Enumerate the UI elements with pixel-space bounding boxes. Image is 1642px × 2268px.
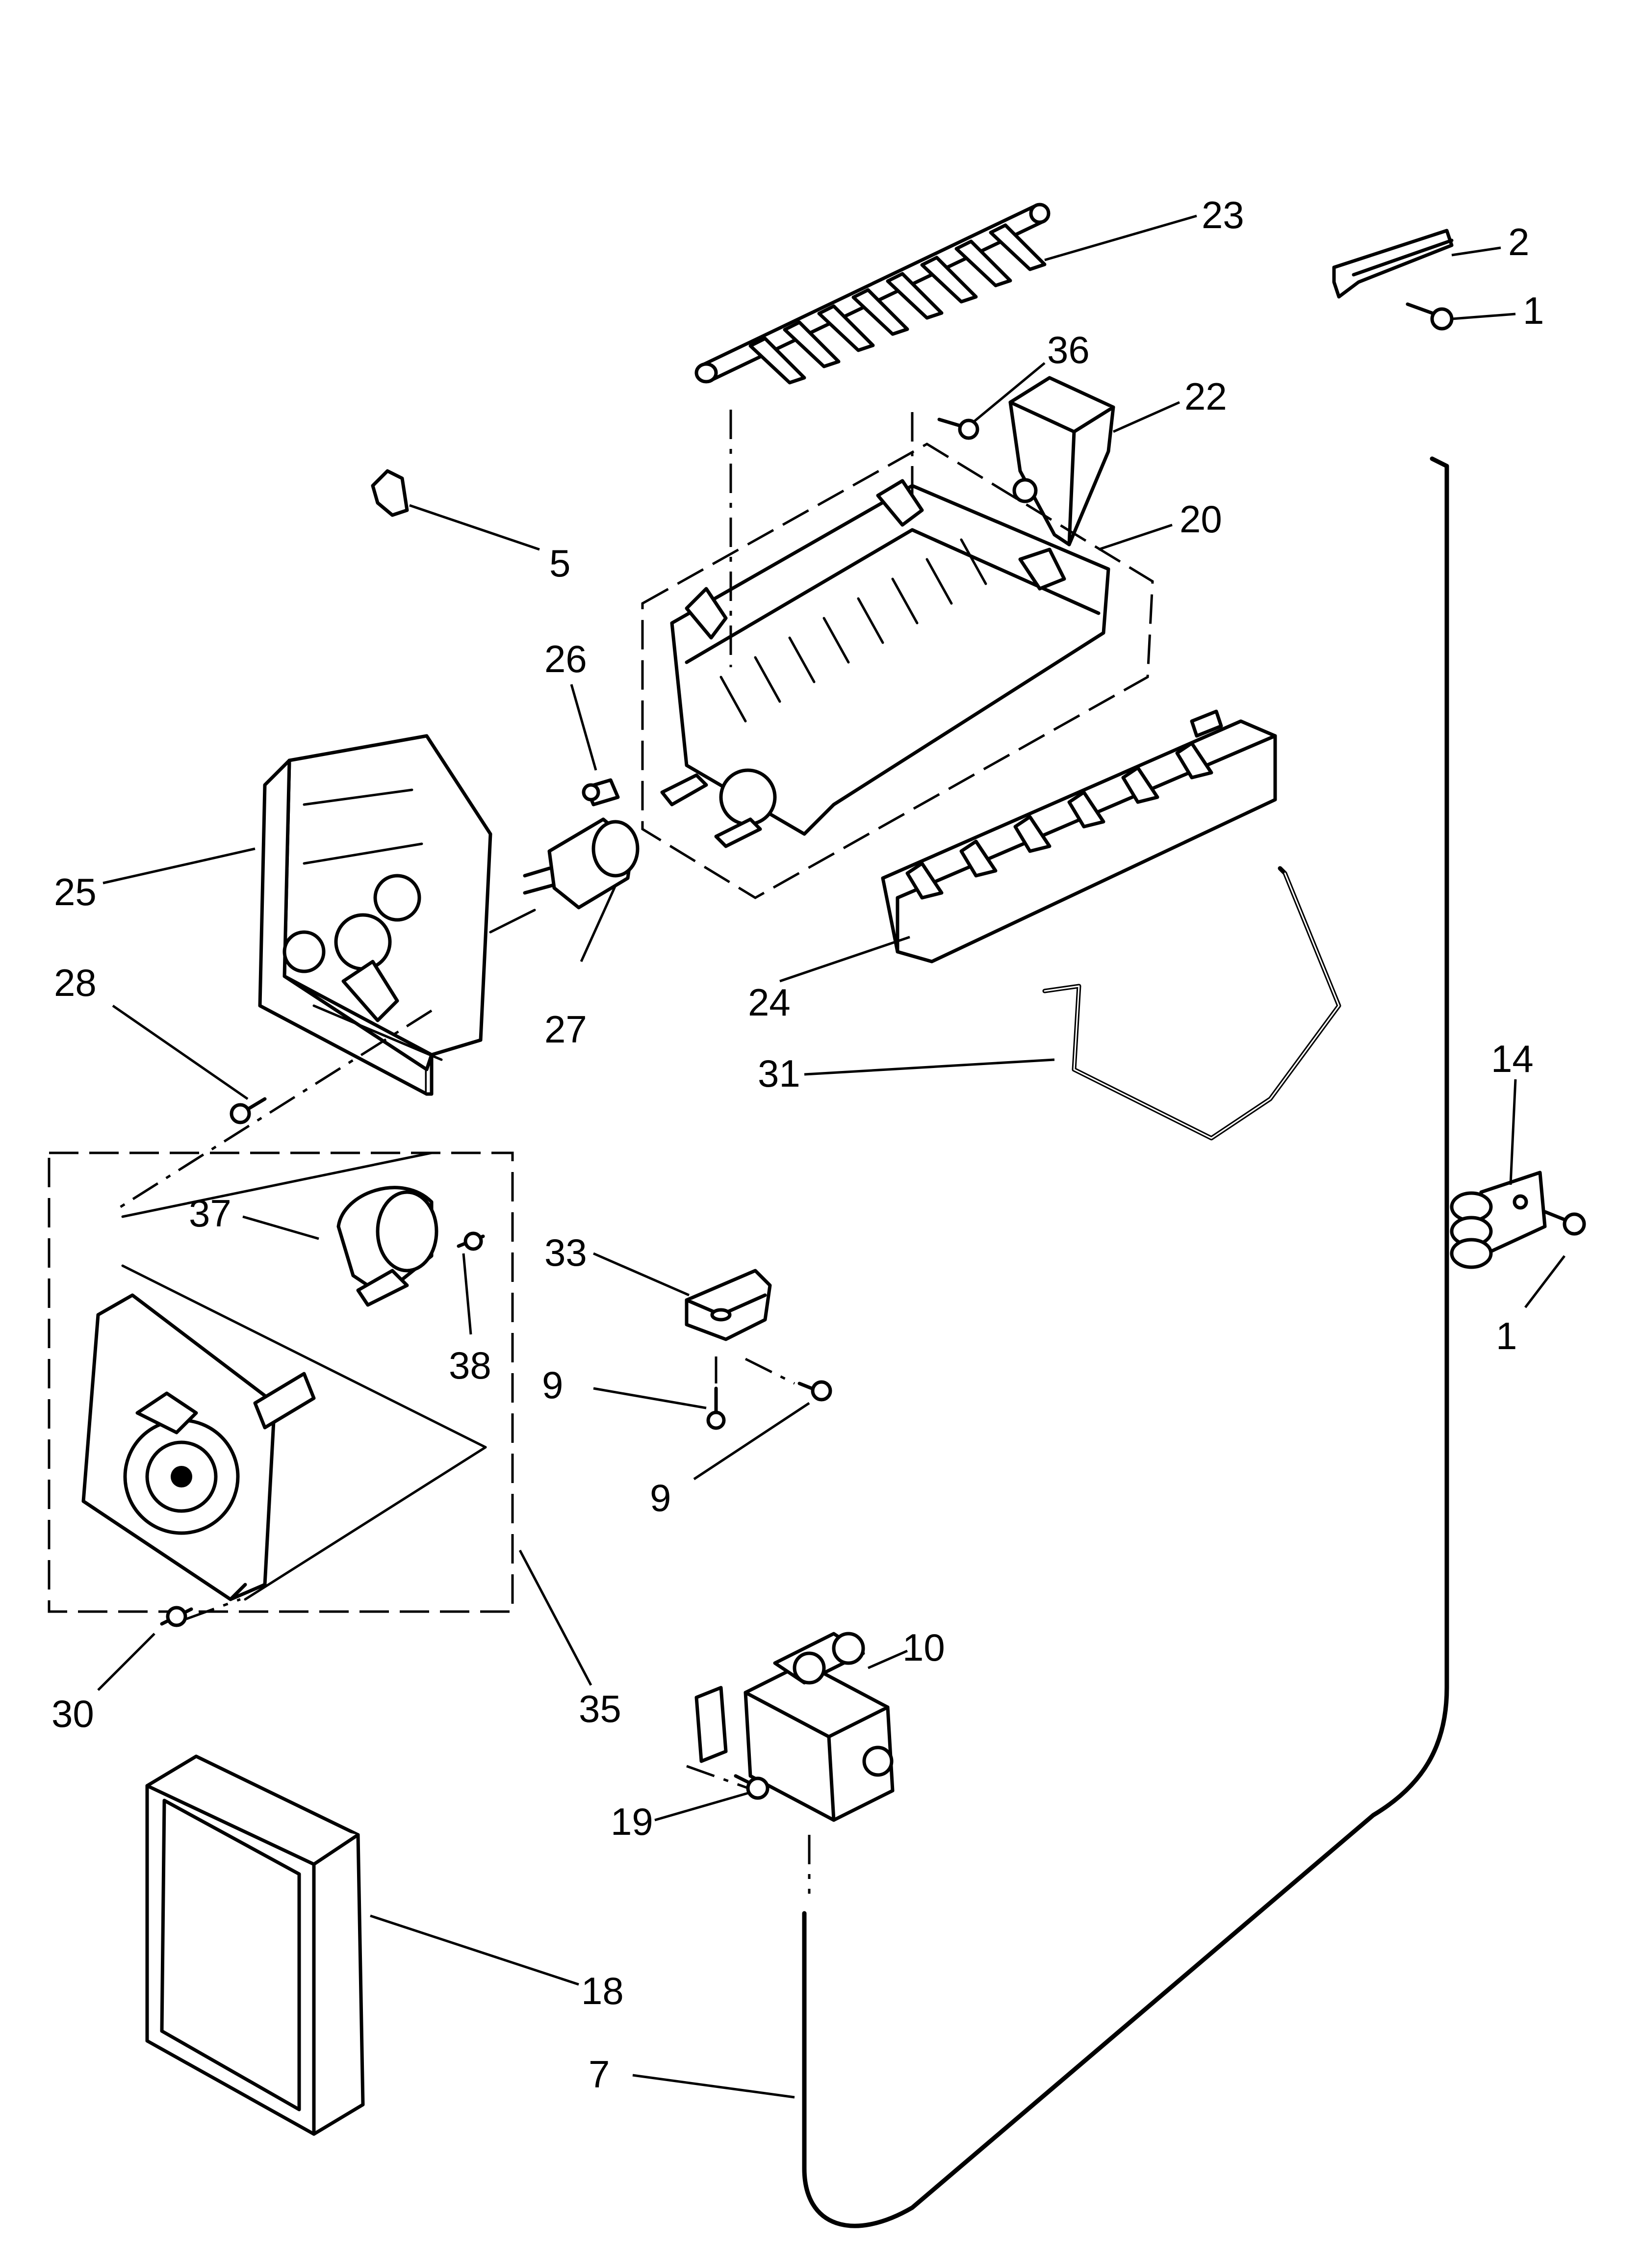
part-30-screw <box>160 1606 193 1627</box>
part-31-shutoff-arm <box>1042 866 1341 1141</box>
callout-36: 36 <box>1047 328 1090 371</box>
callout-25: 25 <box>54 870 97 913</box>
callout-9-b: 9 <box>650 1476 671 1519</box>
callout-26: 26 <box>544 637 587 680</box>
callout-labels: 23 2 1 36 22 5 20 26 25 28 27 24 31 14 3… <box>51 193 1544 2096</box>
part-10-water-valve <box>694 1632 895 1822</box>
part-36-screw <box>937 417 979 440</box>
part-24-ice-stripper <box>881 709 1277 964</box>
callout-33: 33 <box>544 1231 587 1274</box>
part-18-cover <box>145 1754 365 2136</box>
callout-1-top: 1 <box>1523 289 1544 332</box>
callout-27: 27 <box>544 1008 587 1051</box>
part-26-pin <box>582 778 620 807</box>
part-25-module-housing <box>258 734 492 1096</box>
part-20-ice-mold <box>641 443 1154 899</box>
callout-38: 38 <box>449 1344 491 1387</box>
part-9-screw-a <box>706 1386 726 1430</box>
callout-23: 23 <box>1202 193 1244 236</box>
part-33-bracket <box>685 1269 772 1341</box>
leader-lines <box>97 214 1565 2099</box>
callout-24: 24 <box>748 981 791 1024</box>
callout-7: 7 <box>589 2053 610 2096</box>
callout-19: 19 <box>611 1800 653 1843</box>
callout-31: 31 <box>758 1052 800 1095</box>
callout-22: 22 <box>1184 375 1227 418</box>
callout-10: 10 <box>902 1626 945 1669</box>
projection-lines <box>112 410 914 1894</box>
part-14-tube-clamp <box>1450 1171 1547 1269</box>
part-35-module-assembly <box>48 1151 514 1613</box>
callout-20: 20 <box>1180 497 1222 541</box>
part-22-fill-cup <box>1008 376 1115 547</box>
callout-5: 5 <box>549 542 570 585</box>
callout-1-clamp: 1 <box>1496 1314 1517 1357</box>
callout-30: 30 <box>51 1692 94 1735</box>
part-9-screw-b <box>797 1380 832 1402</box>
part-1-screw-clamp <box>1543 1210 1586 1236</box>
callout-37: 37 <box>189 1192 231 1235</box>
part-1-screw-top <box>1406 302 1454 331</box>
callout-9-a: 9 <box>542 1363 563 1407</box>
callout-14: 14 <box>1491 1037 1534 1080</box>
part-7-water-tube <box>802 456 1449 2228</box>
callout-18: 18 <box>581 1969 624 2012</box>
callout-35: 35 <box>579 1687 621 1730</box>
part-23-ejector-shaft <box>694 203 1051 385</box>
part-27-thermostat <box>489 817 640 934</box>
callout-28: 28 <box>54 961 97 1004</box>
part-2-bracket <box>1332 229 1454 299</box>
part-5-clip <box>371 469 409 517</box>
part-19-screw <box>734 1774 770 1800</box>
part-28-screw <box>230 1097 267 1124</box>
callout-2: 2 <box>1508 220 1529 263</box>
